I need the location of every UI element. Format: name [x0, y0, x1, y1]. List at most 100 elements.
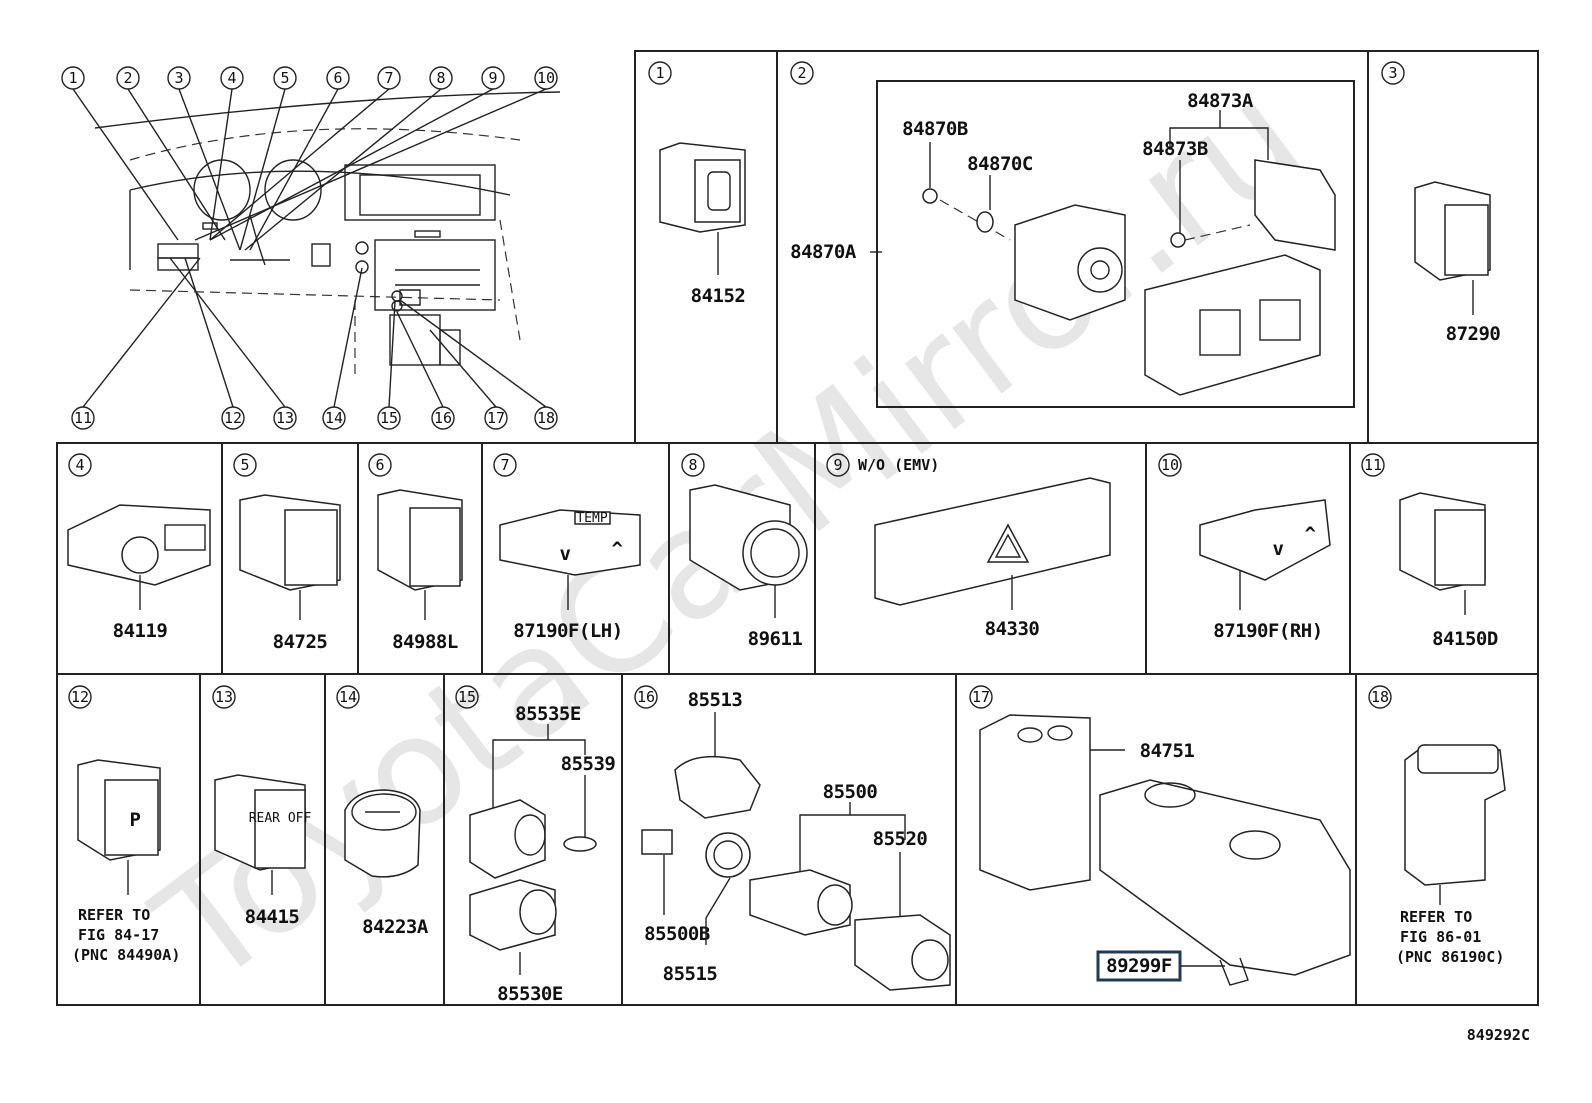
svg-text:13: 13 [215, 688, 233, 706]
callout-leader [429, 329, 497, 408]
svg-text:9: 9 [833, 456, 842, 474]
svg-text:85500B: 85500B [644, 923, 710, 945]
callout-number: 6 [333, 69, 342, 87]
panel-9: 9 W/O (EMV) 84330 [826, 453, 1111, 640]
svg-text:15: 15 [458, 688, 476, 706]
svg-text:85535E: 85535E [515, 703, 581, 725]
panel-10: 10 v ^ 87190F(RH) [1158, 453, 1331, 642]
callout-circle [431, 406, 455, 430]
svg-text:3: 3 [1388, 64, 1397, 82]
panel-14: 14 84223A [336, 685, 429, 938]
svg-text:84330: 84330 [985, 618, 1040, 640]
panel-18: 18 REFER TO FIG 86-01 (PNC 86190C) [1368, 685, 1506, 966]
svg-text:84873B: 84873B [1142, 138, 1208, 160]
callout-leader [333, 267, 363, 408]
callout-number: 5 [280, 69, 289, 87]
panel-7: 7 TEMP v ^ 87190F(LH) [493, 453, 641, 642]
callout-leader [72, 88, 179, 241]
dashboard-overview [94, 91, 561, 380]
svg-text:FIG 84-17: FIG 84-17 [78, 926, 159, 944]
callout-number: 8 [436, 69, 445, 87]
callout-number: 1 [655, 64, 664, 82]
callout-leader [209, 88, 390, 241]
callout-number: 7 [384, 69, 393, 87]
svg-text:REFER TO: REFER TO [78, 906, 150, 924]
callout-circle [116, 66, 140, 90]
rear-off-legend: REAR OFF [249, 811, 312, 826]
svg-text:v: v [1273, 538, 1284, 560]
callout-number: 14 [325, 409, 343, 427]
svg-text:84150D: 84150D [1432, 628, 1498, 650]
callout-circle [71, 406, 95, 430]
variant-note: W/O (EMV) [858, 456, 939, 474]
svg-text:85513: 85513 [688, 689, 743, 711]
callout-number: 2 [123, 69, 132, 87]
svg-text:84415: 84415 [245, 906, 300, 928]
callout-number: 18 [537, 409, 555, 427]
callout-circle [481, 66, 505, 90]
svg-text:(PNC 86190C): (PNC 86190C) [1396, 948, 1504, 966]
panel-4: 4 84119 [67, 453, 211, 642]
panel-1: 1 84152 [648, 61, 746, 307]
svg-text:^: ^ [612, 538, 623, 560]
svg-text:84870A: 84870A [790, 241, 857, 263]
callout-number: 10 [537, 69, 555, 87]
part-label: 84152 [691, 285, 746, 307]
temp-legend: TEMP [576, 511, 607, 526]
callout-number: 15 [380, 409, 398, 427]
panel-6: 6 84988L [368, 453, 463, 653]
callout-number: 1 [68, 69, 77, 87]
callout-leader [184, 257, 234, 408]
panel-8: 8 89611 [681, 453, 808, 650]
svg-text:(PNC 84490A): (PNC 84490A) [72, 946, 180, 964]
svg-text:87290: 87290 [1446, 323, 1501, 345]
callout-leader [127, 88, 226, 241]
panel-2: 2 84873A 84870B 84870C 84873B 84870A [790, 61, 1336, 396]
svg-text:11: 11 [1364, 456, 1382, 474]
callout-number: 17 [487, 409, 505, 427]
svg-text:84870C: 84870C [967, 153, 1033, 175]
mirror-switch-icon [922, 159, 1336, 396]
svg-text:4: 4 [75, 456, 84, 474]
svg-text:85530E: 85530E [497, 983, 563, 1005]
svg-text:P: P [130, 809, 141, 831]
panel-13: 13 REAR OFF 84415 [212, 685, 312, 928]
highlighted-part-label: 89299F [1106, 955, 1172, 977]
svg-text:7: 7 [500, 456, 509, 474]
panel-5: 5 84725 [233, 453, 341, 653]
callout-leader [178, 88, 241, 251]
callout-leader [239, 88, 286, 251]
svg-text:84870B: 84870B [902, 118, 968, 140]
svg-text:87190F(RH): 87190F(RH) [1213, 620, 1322, 642]
svg-text:10: 10 [1161, 456, 1179, 474]
switch-84152-icon [659, 142, 746, 233]
svg-text:2: 2 [797, 64, 806, 82]
callout-leader [209, 88, 494, 241]
callout-circle [61, 66, 85, 90]
svg-text:16: 16 [637, 688, 655, 706]
figure-code: 849292C [1467, 1026, 1530, 1044]
svg-text:v: v [560, 543, 571, 565]
svg-text:89611: 89611 [748, 628, 803, 650]
callout-circle [326, 66, 350, 90]
panel-12: 12 P REFER TO FIG 84-17 (PNC 84490A) [68, 685, 180, 964]
callout-number: 4 [227, 69, 236, 87]
svg-text:14: 14 [339, 688, 357, 706]
panel-11: 11 84150D [1361, 453, 1498, 650]
panel-15: 15 85535E 85539 85530E [455, 685, 616, 1005]
callout-circle [534, 66, 558, 90]
callout-circle [377, 66, 401, 90]
callout-leader [82, 257, 201, 408]
callout-leader [396, 311, 444, 408]
svg-text:6: 6 [375, 456, 384, 474]
callout-number: 9 [488, 69, 497, 87]
callout-circle [167, 66, 191, 90]
callout-circle [322, 406, 346, 430]
callout-leader [169, 257, 286, 408]
callout-circle [221, 406, 245, 430]
svg-text:85520: 85520 [873, 828, 928, 850]
svg-text:85515: 85515 [663, 963, 718, 985]
svg-text:85539: 85539 [561, 753, 616, 775]
